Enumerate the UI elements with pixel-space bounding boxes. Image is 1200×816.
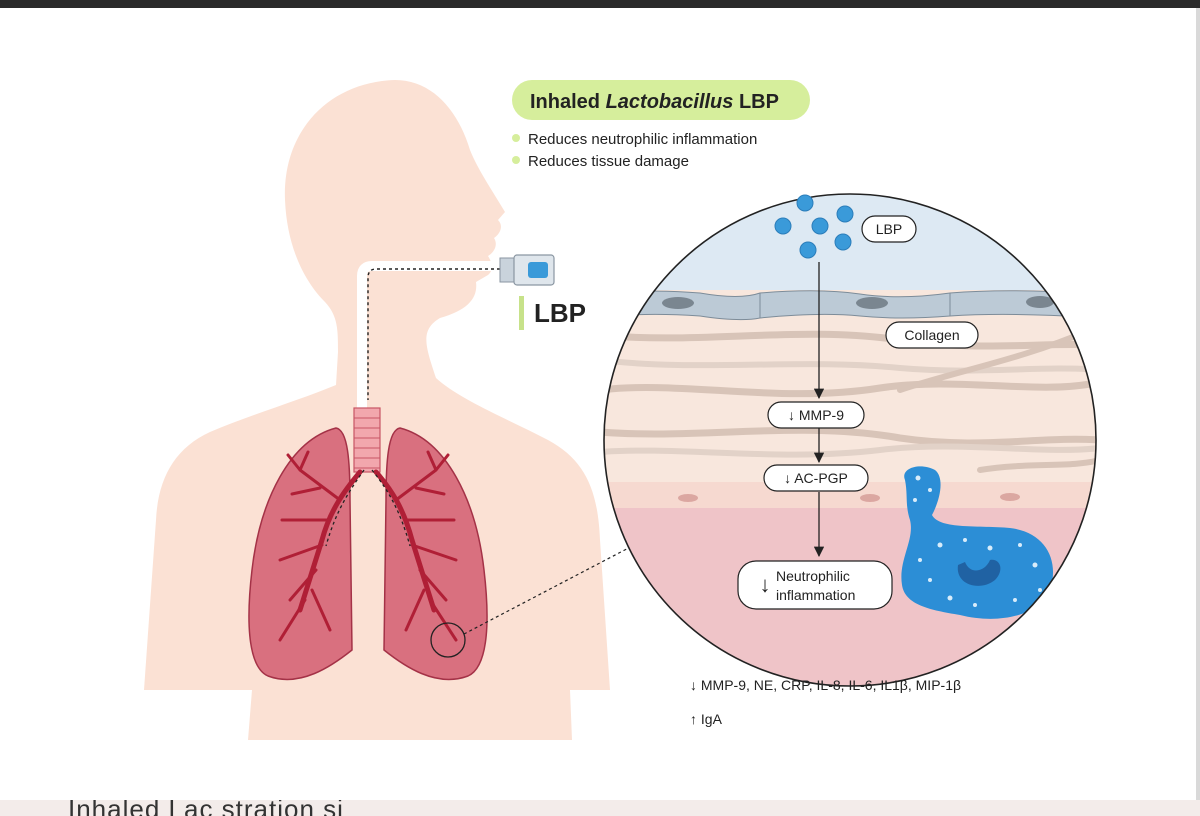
acpgp-label: ↓ AC-PGP — [784, 470, 848, 486]
mmp9-pill — [767, 401, 865, 429]
epithelial-layer — [604, 290, 1096, 321]
neutrophil-cell — [901, 466, 1054, 619]
header-italic: Lactobacillus — [606, 91, 734, 113]
neutrophilic-line1: Neutrophilic — [776, 568, 850, 584]
header-suffix: LBP — [733, 91, 779, 113]
mmp9-label: ↓ MMP-9 — [788, 407, 844, 423]
bronchial-tree — [278, 450, 458, 642]
airflow-path — [325, 469, 411, 547]
inhaler-device — [499, 254, 555, 286]
inhaler-tube — [357, 261, 505, 415]
header-pill: Inhaled Lactobacillus LBP — [512, 80, 810, 120]
inhaler-label-bar — [519, 296, 524, 330]
lbp-figure: Inhaled Lactobacillus LBP Reduces neutro… — [144, 80, 1097, 740]
benefit-item: Reduces tissue damage — [528, 153, 689, 170]
lbp-particles — [774, 194, 854, 259]
neutrophilic-line2: inflammation — [776, 587, 855, 603]
neutrophilic-arrow: ↓ — [760, 572, 771, 597]
bullet-icon — [512, 134, 520, 142]
lbp-pill-label: LBP — [876, 221, 902, 237]
inset-border — [603, 193, 1097, 687]
background-heading-text: Inhaled Lac stration si — [68, 800, 344, 816]
benefit-item: Reduces neutrophilic inflammation — [528, 131, 757, 148]
endothelial-cells — [678, 493, 1020, 502]
background-page-strip: Inhaled Lac stration si — [0, 800, 1200, 816]
inhaler-label: LBP — [534, 298, 586, 328]
decreased-markers: ↓ MMP-9, NE, CRP, IL-8, IL-6, IL1β, MIP-… — [690, 677, 961, 693]
collagen-pill-label: Collagen — [904, 327, 959, 343]
window-right-edge — [1196, 8, 1200, 800]
trachea — [353, 407, 381, 473]
neutrophilic-pill — [737, 560, 893, 610]
benefits-list: Reduces neutrophilic inflammation Reduce… — [512, 131, 757, 170]
window-top-bar — [0, 0, 1200, 8]
bullet-icon — [512, 156, 520, 164]
acpgp-pill — [763, 464, 869, 492]
collagen-pill — [885, 321, 979, 349]
header-prefix: Inhaled — [530, 91, 606, 113]
lbp-pill — [861, 215, 917, 243]
magnify-circle — [430, 622, 466, 658]
tissue-inset: LBP Collagen ↓ MMP-9 ↓ AC-PGP ↓ Neutroph… — [603, 193, 1097, 687]
increased-markers: ↑ IgA — [690, 711, 723, 727]
header-title: Inhaled Lactobacillus LBP — [530, 91, 779, 113]
